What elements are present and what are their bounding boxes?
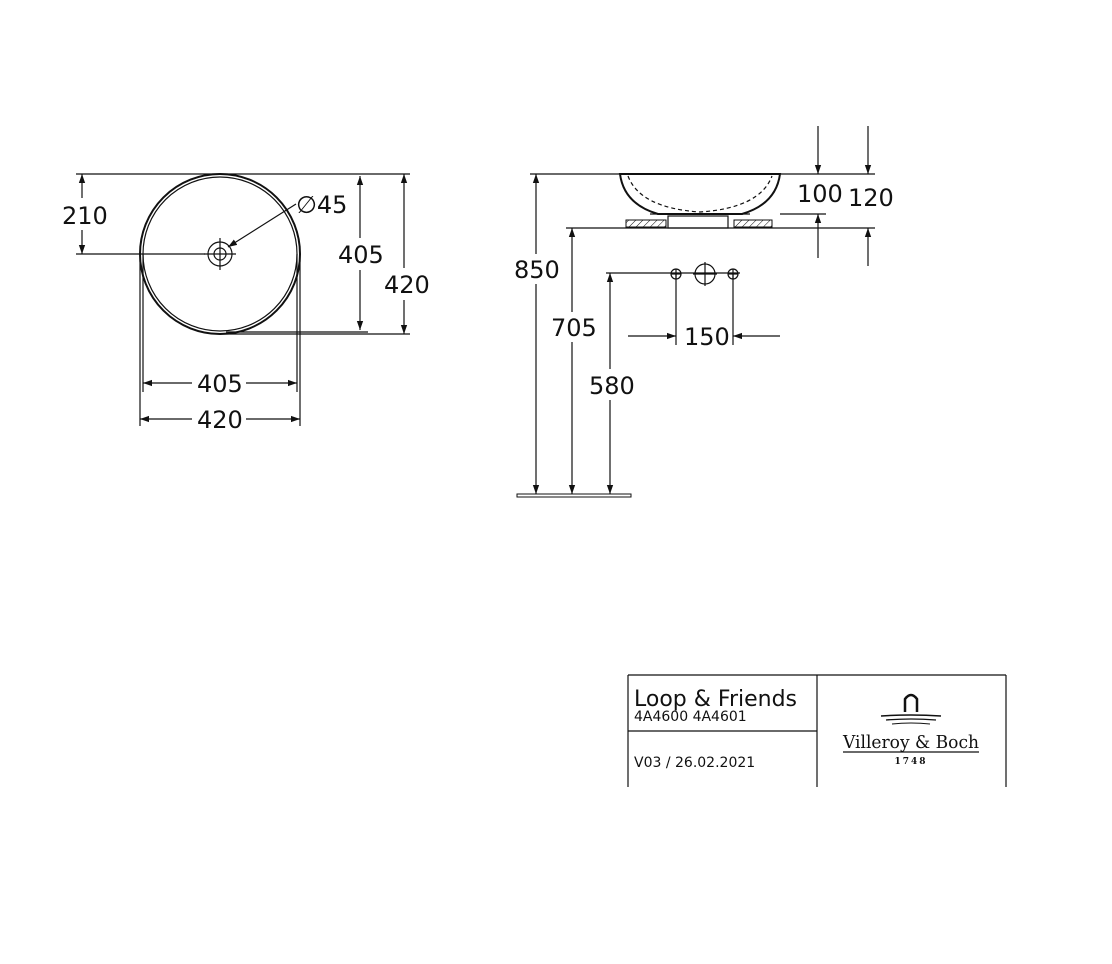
dim-420-vertical-label: 420: [384, 271, 430, 299]
dim-405-horizontal-label: 405: [197, 370, 243, 398]
brand-year: 1748: [894, 757, 927, 767]
dim-850-label: 850: [514, 256, 560, 284]
dim-420-horizontal-label: 420: [197, 406, 243, 434]
version-date: V03 / 26.02.2021: [634, 755, 755, 771]
dim-580-label: 580: [589, 372, 635, 400]
dim-120-label: 120: [848, 184, 894, 212]
valve-left-icon: [670, 268, 682, 280]
faucet-logo-icon: [880, 693, 942, 725]
drain-body: [667, 215, 729, 229]
article-numbers: 4A4600 4A4601: [634, 709, 747, 725]
side-view: 850 705 580 100 120 150: [514, 126, 894, 498]
dim-100-label: 100: [797, 180, 843, 208]
top-view: 210 ∅45 405 420 405 420: [62, 173, 430, 434]
dim-210-label: 210: [62, 202, 108, 230]
countertop-right: [733, 219, 773, 228]
dim-705-label: 705: [551, 314, 597, 342]
drain-pipe-icon: [693, 262, 717, 286]
dim-405-vertical-label: 405: [338, 241, 384, 269]
countertop-left: [625, 219, 667, 228]
dim-hole-diameter-label: ∅45: [296, 191, 347, 219]
basin-profile: [618, 173, 782, 215]
floor-line: [516, 493, 632, 498]
valve-right-icon: [727, 268, 739, 280]
title-block: Loop & Friends 4A4600 4A4601 V03 / 26.02…: [627, 674, 1007, 787]
product-name: Loop & Friends: [634, 687, 797, 712]
brand-name: Villeroy & Boch: [842, 732, 979, 753]
dim-150-label: 150: [684, 323, 730, 351]
